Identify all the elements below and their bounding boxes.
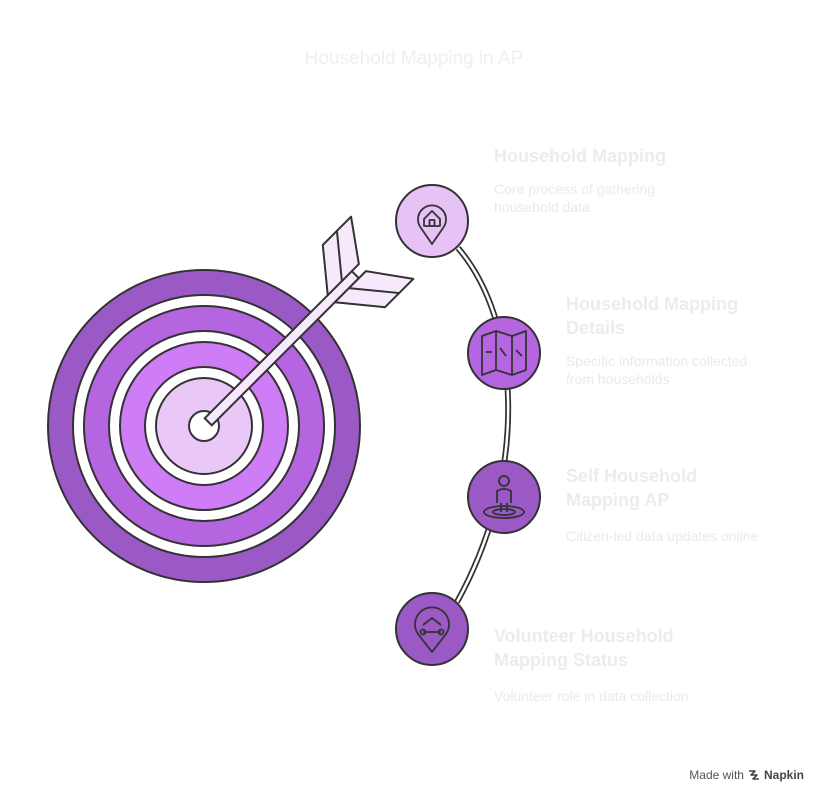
step-4-description: Volunteer role in data collection <box>494 687 689 705</box>
step-node-1 <box>395 184 469 258</box>
step-2-description: Specific information collected from hous… <box>566 352 747 388</box>
made-with-label: Made with <box>689 768 744 782</box>
step-1-description: Core process of gathering household data <box>494 180 655 216</box>
arrow <box>203 215 415 427</box>
step-node-4 <box>395 592 469 666</box>
step-1-description-line-1: Core process of gathering <box>494 181 656 197</box>
step-2-title: Household Mapping Details <box>566 292 738 340</box>
step-1-title: Household Mapping <box>494 144 666 168</box>
step-1-description-line-2: household data <box>494 199 590 215</box>
connector-arc-inner <box>455 247 510 603</box>
step-3-title-line-2: Mapping AP <box>566 490 670 510</box>
house-pin-icon <box>417 204 447 245</box>
step-4-title: Volunteer Household Mapping Status <box>494 624 674 672</box>
step-3-description-line-1: Citizen-led data updates online <box>566 528 759 544</box>
made-with-footer[interactable]: Made with Napkin <box>689 768 804 782</box>
step-3-title: Self Household Mapping AP <box>566 464 697 512</box>
person-location-icon <box>483 475 525 519</box>
page-title: Household Mapping in AP <box>304 48 524 69</box>
step-2-description-line-1: Specific information collected <box>566 353 748 369</box>
step-2-title-line-2: Details <box>566 318 626 338</box>
step-4-title-line-2: Mapping Status <box>494 650 628 670</box>
step-1-title-line: Household Mapping <box>494 146 666 166</box>
arrow-fletching-bottom-2 <box>347 270 415 295</box>
napkin-logo-icon <box>748 770 759 780</box>
step-2-title-line-1: Household Mapping <box>566 294 738 314</box>
step-node-3 <box>467 460 541 534</box>
tools-pin-icon <box>414 606 450 653</box>
arrow-fletching-top-2 <box>335 215 360 283</box>
step-2-description-line-2: from households <box>566 371 670 387</box>
arrow-shaft <box>203 269 361 427</box>
napkin-brand: Napkin <box>763 768 804 782</box>
step-3-title-line-1: Self Household <box>566 466 698 486</box>
step-node-2 <box>467 316 541 390</box>
map-icon <box>481 330 527 376</box>
step-4-title-line-1: Volunteer Household <box>494 626 674 646</box>
step-3-description: Citizen-led data updates online <box>566 527 758 545</box>
step-4-description-line-1: Volunteer role in data collection <box>494 688 689 704</box>
